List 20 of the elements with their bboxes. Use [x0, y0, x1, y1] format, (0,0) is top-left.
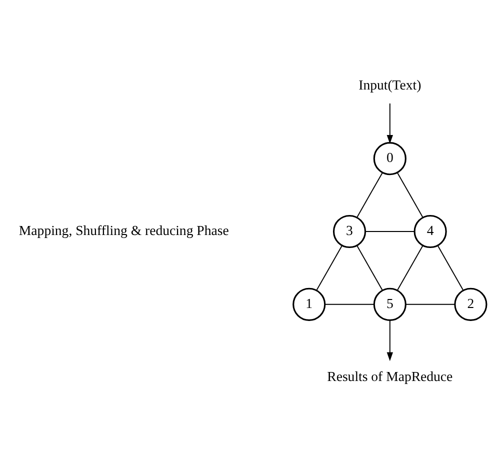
node-circle: 5 [373, 287, 406, 320]
node-circle: 2 [454, 287, 488, 320]
node-circle: 0 [373, 142, 406, 175]
arrow [386, 319, 394, 361]
connector [437, 244, 464, 290]
node-circle: 3 [332, 214, 366, 248]
node-text: Results of MapReduce [327, 368, 453, 384]
arrow [386, 102, 394, 144]
connector [405, 303, 456, 304]
connector [324, 303, 374, 304]
node-text: Input(Text) [358, 76, 422, 92]
connector [397, 244, 424, 290]
label: Mapping, Shuffling & reducing Phase [18, 222, 229, 238]
node-circle: 4 [414, 214, 447, 248]
connector [316, 244, 343, 290]
connector [364, 230, 415, 232]
connector [356, 172, 383, 218]
node-circle: 1 [292, 287, 326, 320]
connector [396, 172, 424, 218]
connector [356, 244, 383, 290]
